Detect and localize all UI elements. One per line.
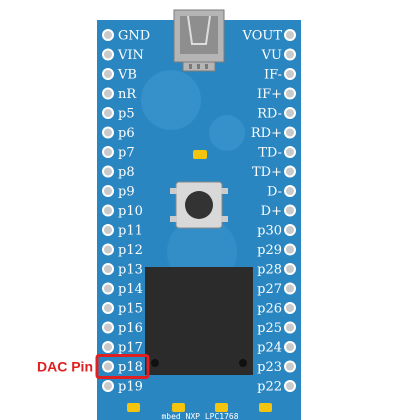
pin-pad xyxy=(102,341,114,353)
pin-label: p22 xyxy=(257,380,282,395)
pin-label: IF+ xyxy=(257,87,282,102)
pin-label: p5 xyxy=(118,107,135,122)
pin-pad xyxy=(284,321,296,334)
pin-label: p15 xyxy=(118,302,143,317)
right-pin-header: VOUT VU IF- IF+ RD- RD+ TD- TD+ D- D+ p30 p29 p28 p27… xyxy=(242,29,296,395)
pin-pad xyxy=(102,87,114,100)
pin-label: p16 xyxy=(118,321,143,336)
pin-pad xyxy=(284,263,296,275)
pin-pad xyxy=(102,224,114,236)
pin-label: p30 xyxy=(257,224,282,239)
pin-pad xyxy=(102,48,114,61)
pin-label: nR xyxy=(118,87,137,102)
pin-pad xyxy=(284,380,296,392)
pin-label: TD+ xyxy=(252,165,282,180)
pin-label: D- xyxy=(267,185,282,200)
pin-pad xyxy=(102,302,114,314)
pin-pad xyxy=(284,243,296,256)
dac-pin-highlight-box xyxy=(95,354,150,379)
pin-pad xyxy=(284,341,296,353)
pin-label: p9 xyxy=(118,185,135,200)
pin-label: p12 xyxy=(118,243,143,258)
pin-pad xyxy=(284,107,296,119)
led-1 xyxy=(127,403,140,412)
pin-pad xyxy=(102,126,114,139)
pin-label: p26 xyxy=(257,302,282,317)
pin-label: p14 xyxy=(118,282,143,297)
pin-label: RD- xyxy=(257,107,282,122)
pin-label: GND xyxy=(118,29,150,44)
pin-label: p13 xyxy=(118,263,143,278)
pin-label: p25 xyxy=(257,321,282,336)
board-decoration-circle xyxy=(141,70,201,130)
pin-pad xyxy=(284,282,296,295)
pin-pad xyxy=(102,282,114,295)
pin-pad xyxy=(284,185,296,197)
pin-pad xyxy=(284,360,296,373)
board-name-text: mbed NXP LPC1768 xyxy=(161,412,238,420)
lpc1768-chip xyxy=(145,267,253,375)
pin-pad xyxy=(102,321,114,334)
pin-pad xyxy=(284,302,296,314)
pin-label: p17 xyxy=(118,341,143,356)
pin-pad xyxy=(102,107,114,119)
pin-label: TD- xyxy=(258,146,282,161)
pin-pad xyxy=(102,263,114,275)
pin-pad xyxy=(284,126,296,139)
pin-label: p18 xyxy=(118,360,143,375)
led-3 xyxy=(215,403,228,412)
pin-pad xyxy=(102,165,114,178)
pin-label: VB xyxy=(117,68,137,83)
pin-pad xyxy=(284,29,296,41)
pin-label: p28 xyxy=(257,263,282,278)
pin-label: p29 xyxy=(257,243,282,258)
board-decoration-circle xyxy=(209,115,245,151)
pin-pad xyxy=(284,87,296,100)
pin-pad xyxy=(102,380,114,392)
pin-label: p27 xyxy=(257,282,282,297)
left-pin-header: GND VIN VB nR p5 p6 p7 p8 p9 p10 p11 p12 p13 p14 p15 p1… xyxy=(102,29,150,395)
pin-pad xyxy=(102,204,114,217)
pin-label: IF- xyxy=(264,68,282,83)
pin-label: p8 xyxy=(118,165,135,180)
pin-pad xyxy=(102,29,114,41)
pin-pad xyxy=(102,185,114,197)
pin-pad xyxy=(102,243,114,256)
pin-pad xyxy=(284,204,296,217)
led-4 xyxy=(259,403,272,412)
pin-pad xyxy=(102,68,114,80)
pin-pad xyxy=(284,165,296,178)
reset-button xyxy=(170,181,228,229)
status-led xyxy=(193,150,207,159)
pin-pad xyxy=(284,146,296,158)
dac-pin-label: DAC Pin xyxy=(37,359,93,375)
pin-label: p11 xyxy=(118,224,143,239)
pin-label: p6 xyxy=(118,126,135,141)
pin-pad xyxy=(284,48,296,61)
pin-label: VOUT xyxy=(242,29,283,44)
pin-pad xyxy=(284,68,296,80)
pin-label: VIN xyxy=(117,48,144,63)
usb-connector xyxy=(173,9,225,72)
pin-pad xyxy=(284,224,296,236)
led-2 xyxy=(172,403,185,412)
pin-label: p23 xyxy=(257,360,282,375)
pin-label: p24 xyxy=(257,341,282,356)
pin-pad xyxy=(102,146,114,158)
pin-label: RD+ xyxy=(251,126,282,141)
pin-label: p10 xyxy=(118,204,143,219)
pin-label: VU xyxy=(261,48,282,63)
pin-label: p19 xyxy=(118,380,143,395)
pin-label: p7 xyxy=(118,146,135,161)
pin-pad xyxy=(102,360,114,373)
pin-label: D+ xyxy=(261,204,282,219)
